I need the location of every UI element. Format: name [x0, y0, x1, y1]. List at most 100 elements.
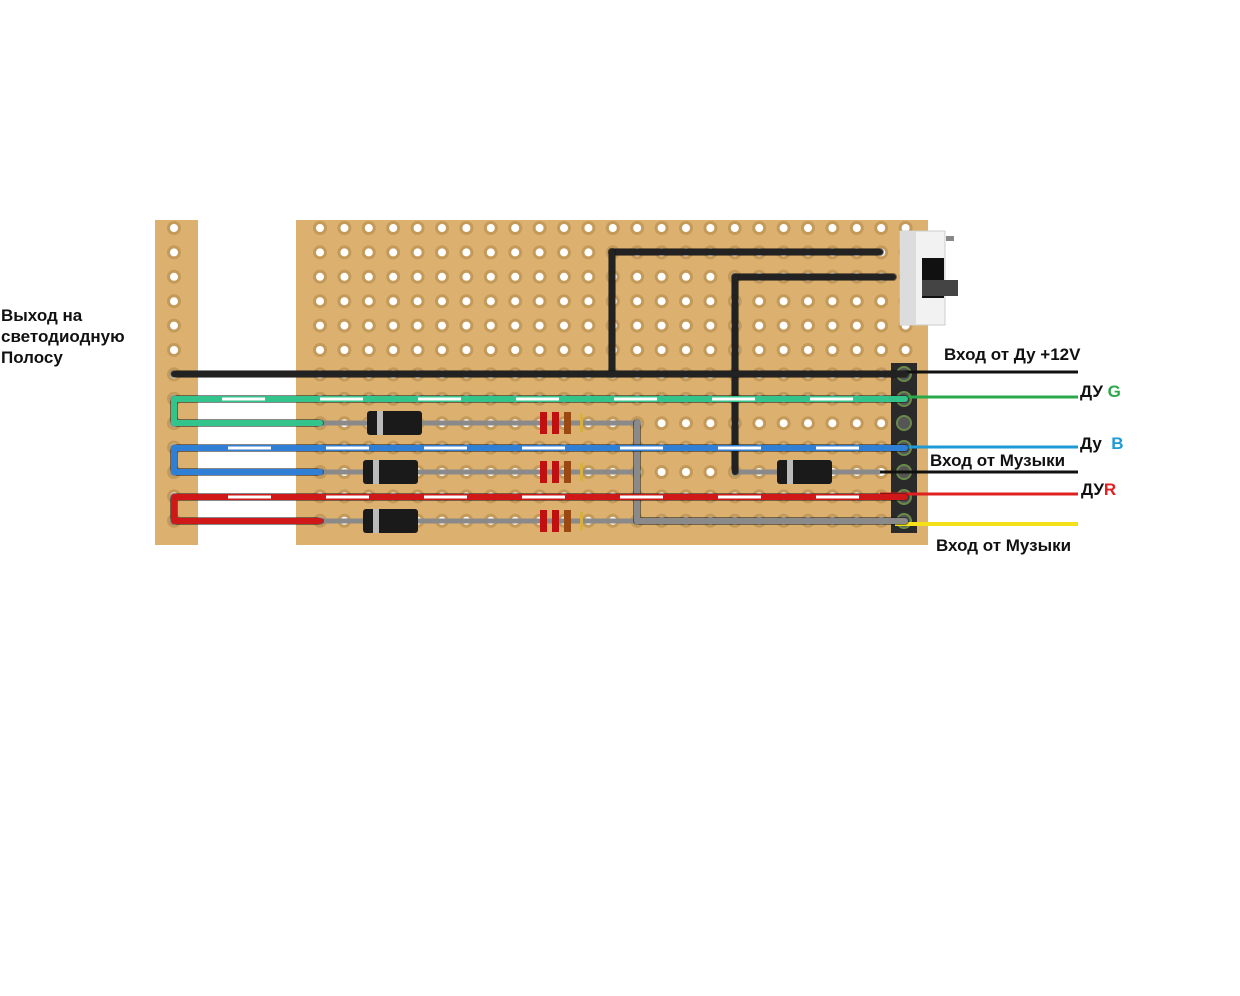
hole	[877, 346, 886, 354]
hole	[657, 272, 666, 281]
hole	[413, 272, 422, 281]
resistor-band	[580, 414, 583, 432]
input-12v-label: Вход от Ду +12V	[944, 345, 1081, 364]
hole	[755, 346, 764, 354]
hole	[389, 321, 398, 330]
hole	[486, 321, 495, 330]
hole	[804, 321, 812, 330]
resistor-band	[564, 510, 571, 532]
hole	[584, 321, 593, 330]
header-pin	[896, 415, 912, 431]
hole	[852, 297, 861, 306]
hole	[486, 248, 495, 257]
hole	[706, 468, 715, 476]
hole	[340, 224, 349, 232]
hole	[682, 346, 690, 354]
hole	[364, 321, 373, 330]
hole	[486, 272, 495, 281]
hole	[170, 272, 178, 281]
resistor-band	[540, 510, 547, 532]
hole	[584, 224, 593, 232]
hole	[682, 272, 690, 281]
hole	[316, 272, 324, 281]
hole	[755, 224, 764, 232]
hole	[755, 321, 764, 330]
hole	[170, 346, 178, 354]
hole	[804, 346, 812, 354]
hole	[584, 297, 593, 306]
resistor-band	[552, 461, 559, 483]
hole	[560, 321, 568, 330]
hole	[682, 297, 690, 306]
hole	[828, 321, 837, 330]
hole	[779, 297, 788, 306]
hole	[462, 224, 471, 232]
du-g-letter: G	[1107, 382, 1121, 401]
hole	[804, 224, 812, 232]
hole	[364, 297, 373, 306]
du-b-prefix: Ду	[1080, 434, 1102, 453]
hole	[316, 321, 324, 330]
hole	[828, 346, 837, 354]
hole	[657, 346, 666, 354]
hole	[170, 321, 178, 330]
hole	[535, 248, 544, 257]
music-input-label-2: Вход от Музыки	[936, 536, 1072, 555]
hole	[560, 248, 568, 257]
hole	[364, 346, 373, 354]
hole	[511, 224, 520, 232]
hole	[438, 321, 446, 330]
hole	[462, 346, 471, 354]
hole	[682, 419, 690, 428]
hole	[438, 297, 446, 306]
hole	[438, 248, 446, 257]
resistor-band	[540, 461, 547, 483]
hole	[706, 297, 715, 306]
hole	[852, 224, 861, 232]
diode	[363, 460, 418, 484]
hole	[877, 297, 886, 306]
hole	[633, 321, 642, 330]
hole	[316, 346, 324, 354]
diode	[363, 509, 418, 533]
hole	[706, 272, 715, 281]
hole	[413, 224, 422, 232]
jumper-wires	[170, 248, 909, 525]
hole	[364, 224, 373, 232]
hole	[804, 297, 812, 306]
hole	[633, 346, 642, 354]
gray-wire	[634, 420, 908, 524]
hole	[389, 346, 398, 354]
components	[363, 411, 832, 533]
hole	[706, 346, 715, 354]
hole	[486, 224, 495, 232]
hole	[535, 224, 544, 232]
hole	[438, 272, 446, 281]
hole	[511, 272, 520, 281]
hole	[413, 248, 422, 257]
hole	[462, 321, 471, 330]
hole	[560, 346, 568, 354]
hole	[755, 297, 764, 306]
resistor-band	[580, 512, 583, 530]
hole	[389, 224, 398, 232]
hole	[828, 419, 837, 428]
resistor-band	[540, 412, 547, 434]
hole	[877, 224, 886, 232]
du-b-letter: B	[1111, 434, 1124, 453]
hole	[511, 346, 520, 354]
hole	[560, 224, 568, 232]
du-r-label: ДУR	[1081, 479, 1116, 500]
hole	[389, 248, 398, 257]
hole	[901, 346, 910, 354]
hole	[389, 297, 398, 306]
hole	[535, 346, 544, 354]
resistor-band	[552, 412, 559, 434]
hole	[462, 297, 471, 306]
hole	[852, 321, 861, 330]
hole	[486, 297, 495, 306]
hole	[364, 248, 373, 257]
hole	[340, 346, 349, 354]
hole	[682, 224, 690, 232]
